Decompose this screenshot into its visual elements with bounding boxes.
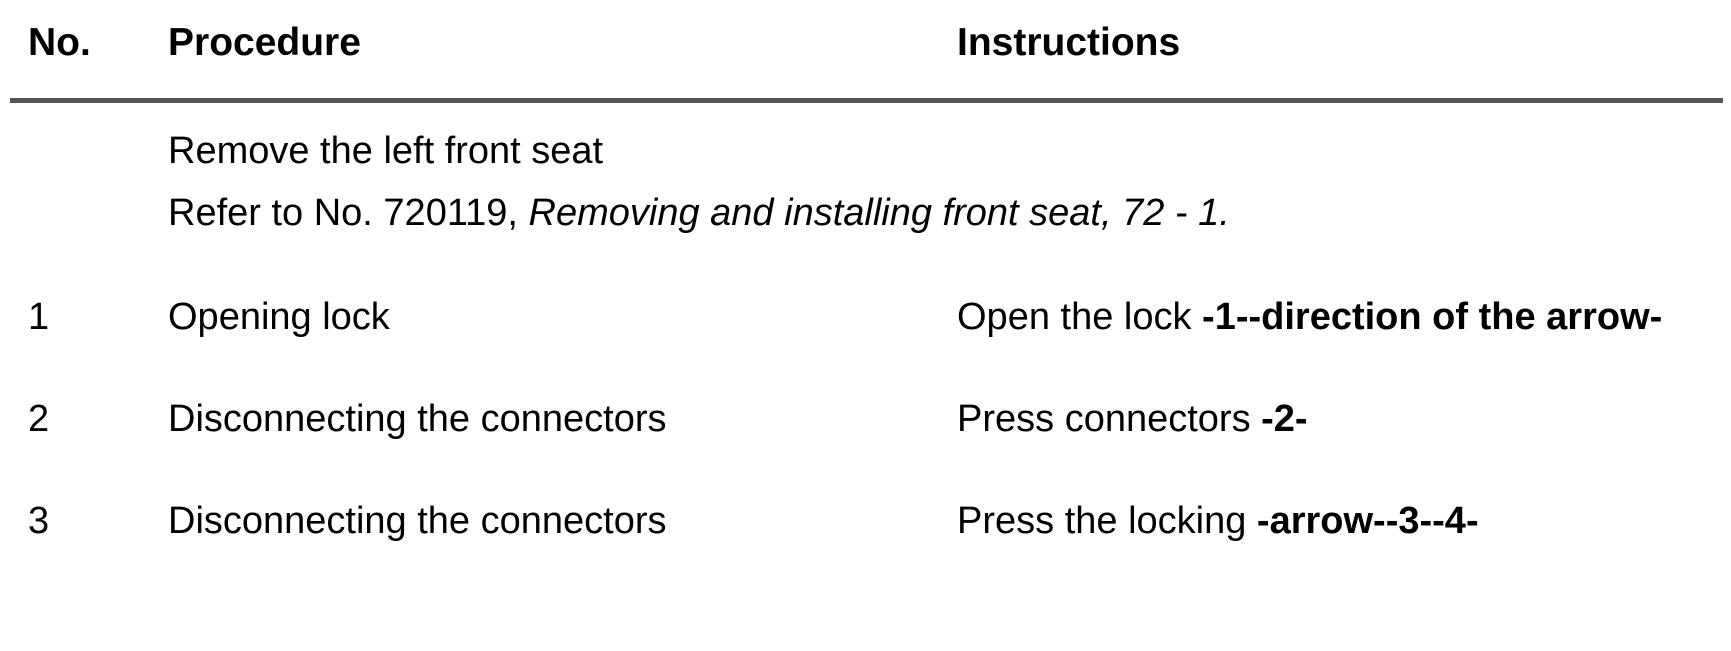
cell-procedure-2: Disconnecting the connectors (140, 398, 925, 500)
cell-instructions-2: Press connectors -2- (925, 398, 1731, 500)
step-instruction-2-text: Press connectors (957, 398, 1262, 440)
column-header-procedure-label: Procedure (168, 21, 361, 64)
cell-instructions-3: Press the locking -arrow--3--4- (925, 500, 1731, 602)
column-header-instructions-label: Instructions (957, 21, 1181, 64)
column-header-no: No. (0, 0, 140, 86)
table-row: 3 Disconnecting the connectors Press the… (0, 500, 1731, 602)
step-number-1: 1 (28, 296, 50, 338)
cell-procedure-3: Disconnecting the connectors (140, 500, 925, 602)
cell-no-2: 2 (0, 398, 140, 500)
step-instruction-3: Press the locking -arrow--3--4- (925, 500, 1731, 543)
step-number-3: 3 (28, 500, 50, 542)
column-header-no-label: No. (28, 21, 91, 64)
step-number-2: 2 (28, 398, 50, 440)
step-procedure-1: Opening lock (168, 296, 390, 338)
step-instruction-2-callout: -2- (1261, 398, 1308, 440)
step-instruction-3-callout: -arrow--3--4- (1256, 500, 1479, 542)
cell-no-1: 1 (0, 252, 140, 398)
step-instruction-2: Press connectors -2- (925, 398, 1731, 441)
table-row-note: Remove the left front seat Refer to No. … (0, 116, 1731, 252)
header-separator-row (0, 86, 1731, 116)
note-line-remove-seat: Remove the left front seat (168, 130, 604, 172)
table-bottom-spacer-cell (0, 602, 1731, 603)
column-header-procedure: Procedure (140, 0, 925, 86)
column-header-instructions: Instructions (925, 0, 1731, 86)
note-procedure-block: Remove the left front seat Refer to No. … (140, 130, 1230, 235)
cell-procedure-note: Remove the left front seat Refer to No. … (140, 116, 1230, 252)
step-procedure-3: Disconnecting the connectors (168, 500, 667, 542)
cell-instructions-1: Open the lock -1--direction of the arrow… (925, 252, 1731, 398)
cell-procedure-1: Opening lock (140, 252, 925, 398)
procedure-table: No. Procedure Instructions (0, 0, 1731, 603)
cell-no-3: 3 (0, 500, 140, 602)
step-instruction-1-text: Open the lock (957, 296, 1203, 338)
note-reference-title: Removing and installing front seat, 72 -… (528, 191, 1230, 234)
step-instruction-1: Open the lock -1--direction of the arrow… (925, 296, 1731, 339)
table-bottom-spacer (0, 602, 1731, 603)
note-line-reference: Refer to No. 720119, Removing and instal… (168, 191, 1230, 235)
header-rule-line (10, 98, 1723, 103)
cell-no-note (0, 116, 140, 252)
note-reference-prefix: Refer to No. 720119, (168, 191, 529, 234)
step-instruction-3-text: Press the locking (957, 500, 1257, 542)
header-separator-cell (0, 86, 1731, 116)
step-instruction-1-callout: -1--direction of the arrow- (1202, 296, 1663, 338)
table-header-row: No. Procedure Instructions (0, 0, 1731, 86)
step-procedure-2: Disconnecting the connectors (168, 398, 667, 440)
table-row: 1 Opening lock Open the lock -1--directi… (0, 252, 1731, 398)
table-row: 2 Disconnecting the connectors Press con… (0, 398, 1731, 500)
